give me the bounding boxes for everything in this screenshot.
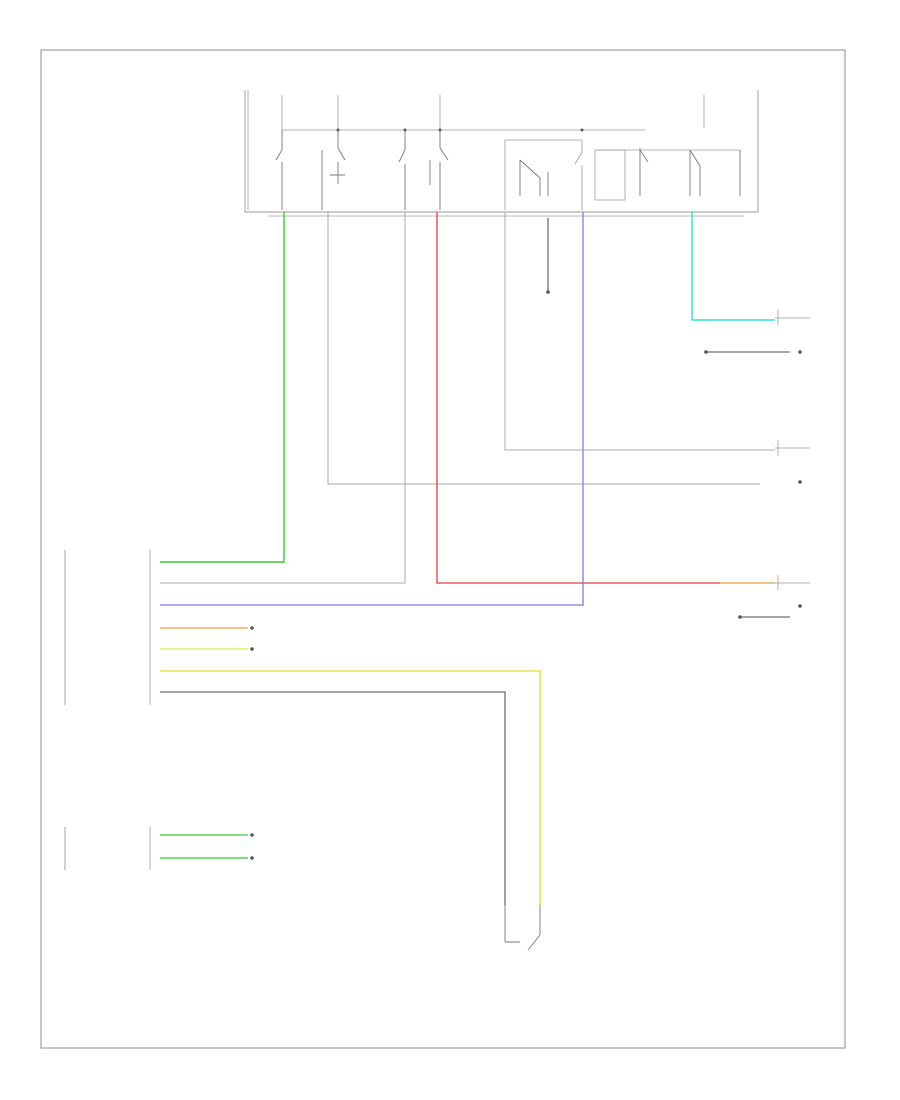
wire-gray-3 [504, 212, 775, 451]
engine-control-module [64, 550, 151, 705]
ground-g1 [704, 310, 810, 354]
bottom-switch [504, 905, 541, 951]
wire-red [436, 212, 720, 584]
wire-green [160, 212, 285, 563]
page-frame [40, 49, 846, 1049]
ground-g3 [738, 575, 810, 619]
wire-gray-1 [327, 212, 760, 485]
wire-gray-2 [160, 212, 406, 584]
fuse-relay-block [244, 90, 759, 217]
wire-dark-switch [160, 691, 506, 905]
transmission-control-module [64, 827, 151, 870]
wire-cyan [691, 212, 775, 321]
wire-yellow-switch [160, 670, 541, 905]
ground-g2 [775, 440, 810, 484]
wire-blue [160, 212, 584, 606]
